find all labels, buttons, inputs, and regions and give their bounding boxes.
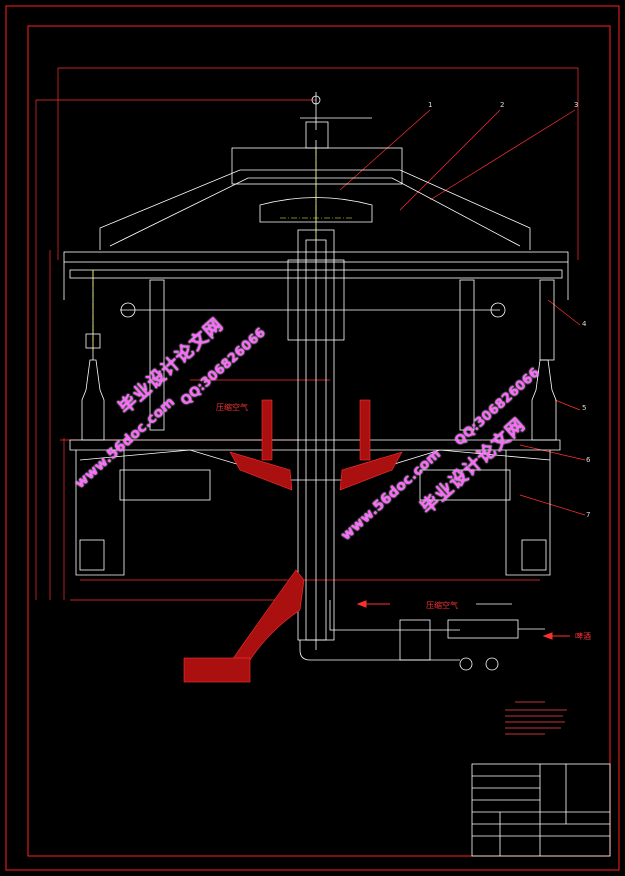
part-number-3: 3 <box>574 101 579 109</box>
material-in-label: 啤酒 <box>575 632 591 641</box>
machine-geometry <box>63 92 611 857</box>
centerlines <box>92 150 352 350</box>
inner-frame <box>27 25 611 857</box>
technical-notes <box>505 701 567 735</box>
hatched-sections <box>183 399 403 683</box>
part-number-5: 5 <box>582 404 587 412</box>
part-number-2: 2 <box>500 101 505 109</box>
part-number-6: 6 <box>586 456 591 464</box>
outer-frame <box>5 5 620 871</box>
part-number-7: 7 <box>586 511 591 519</box>
part-number-4: 4 <box>582 320 587 328</box>
compressed-air-label-upper: 压缩空气 <box>216 403 248 412</box>
part-number-1: 1 <box>428 101 433 109</box>
compressed-air-label-lower: 压缩空气 <box>426 601 458 610</box>
leader-lines <box>339 109 586 516</box>
flow-arrows <box>356 600 570 640</box>
